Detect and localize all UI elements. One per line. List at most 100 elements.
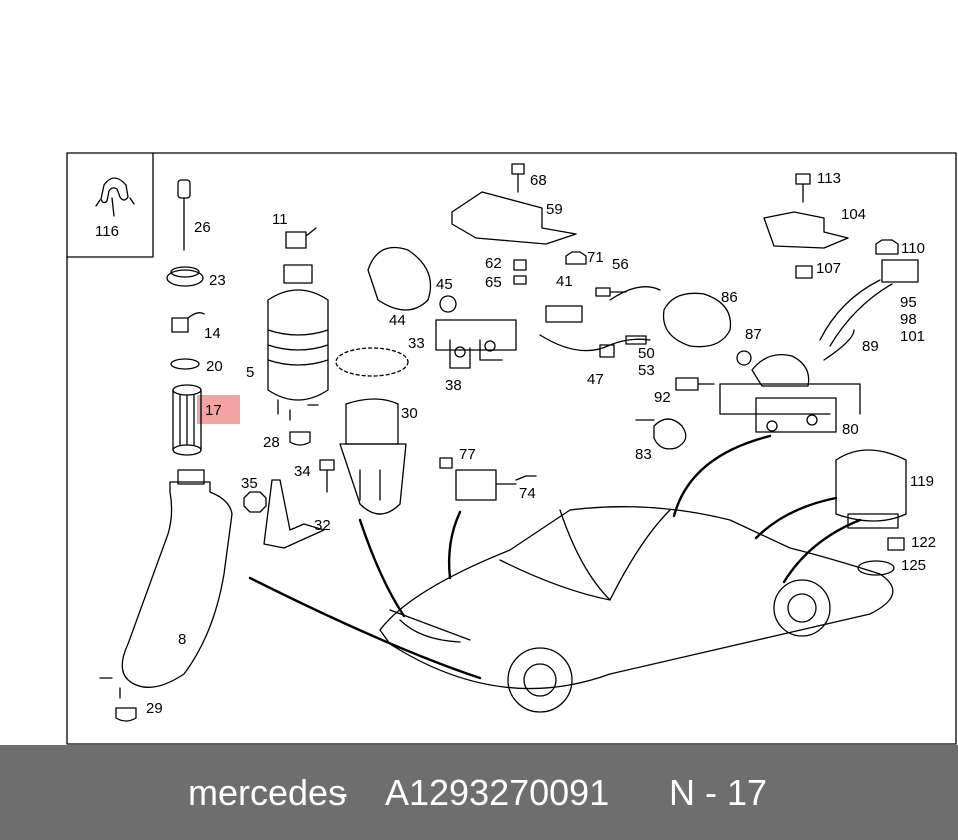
label-17: 17 [205,402,222,419]
label-116: 116 [95,223,119,240]
dipstick-26-icon [177,179,191,251]
bolt-113-icon [795,173,811,203]
label-62: 62 [485,255,502,272]
bracket-59-icon [451,191,577,245]
valve-38-icon [435,319,517,369]
elbow-14-icon [171,312,205,333]
label-59: 59 [546,201,563,218]
parts-diagram: 116 26 23 14 20 17 8 29 11 5 28 35 34 32… [66,152,957,745]
arrows [248,434,862,680]
washer-87-icon [736,350,752,366]
washer-45-icon [439,295,457,313]
sensor-83-icon [635,418,687,450]
seal-125-icon [857,560,895,576]
bracket-104-icon [763,211,849,249]
footer-position-label: N - 17 [669,772,768,813]
reservoir-119-icon [835,449,907,529]
nut-71-icon [565,251,587,265]
nut-35-icon [243,491,267,513]
valve-41-icon [545,305,583,323]
part-labels: 116 26 23 14 20 17 8 29 11 5 28 35 34 32… [95,170,936,717]
label-29: 29 [146,700,163,717]
label-50: 50 [638,345,655,362]
label-107: 107 [816,260,841,277]
footer-brand: mercedes [188,772,347,813]
grommet-122-icon [887,537,905,551]
bolt-68-icon [511,163,525,193]
union-11-icon [285,227,317,249]
label-83: 83 [635,446,652,463]
label-23: 23 [209,272,226,289]
label-5: 5 [246,364,254,381]
valve-unit-80-icon [719,353,861,433]
pump-5-icon [267,264,329,421]
label-122: 122 [911,534,936,551]
bracket-30-icon [339,398,407,515]
nut-110-icon [875,239,899,255]
bush-107-icon [795,265,813,279]
label-35: 35 [241,475,258,492]
label-110: 110 [901,240,925,257]
label-8: 8 [178,631,186,648]
label-53: 53 [638,362,655,379]
connector-95-icon [881,259,919,283]
diagram-frame [66,152,957,745]
label-101: 101 [900,328,925,345]
bracket-32-icon [263,479,325,549]
cap-23-icon [166,269,204,287]
label-47: 47 [587,371,604,388]
label-30: 30 [401,405,418,422]
label-119: 119 [910,473,934,490]
label-68: 68 [530,172,547,189]
label-33: 33 [408,335,425,352]
label-74: 74 [519,485,536,502]
label-11: 11 [272,211,288,228]
accumulator-44-icon [367,246,432,311]
label-98: 98 [900,311,917,328]
label-104: 104 [841,206,866,223]
seal-33-icon [335,347,409,377]
cable-56-icon [609,286,661,301]
highlight-17 [197,395,240,424]
label-125: 125 [901,557,926,574]
accumulator-86-icon [662,292,732,348]
grommet-77-icon [439,457,453,469]
cable-47-icon [539,334,651,358]
label-34: 34 [294,463,311,480]
car-illustration [379,506,894,713]
label-77: 77 [459,446,476,463]
bolt-34-icon [319,459,335,493]
label-41: 41 [556,273,573,290]
label-38: 38 [445,377,462,394]
footer-separator: - [336,772,348,813]
label-14: 14 [204,325,221,342]
grommet-28-icon [289,431,311,446]
clip-116-icon [95,177,135,217]
label-44: 44 [389,312,406,329]
label-28: 28 [263,434,280,451]
label-87: 87 [745,326,762,343]
footer-bar: mercedes - A1293270091 N - 17 [0,745,958,840]
valve-74-icon [455,469,537,501]
washer-20-icon [170,358,200,370]
label-80: 80 [842,421,859,438]
label-89: 89 [862,338,879,355]
lines-89-icon [819,279,893,361]
label-56: 56 [612,256,629,273]
label-20: 20 [206,358,223,375]
label-32: 32 [314,517,331,534]
sensor-92-icon [675,377,715,391]
label-71: 71 [587,249,604,266]
label-92: 92 [654,389,671,406]
label-45: 45 [436,276,453,293]
label-95: 95 [900,294,917,311]
inset-box [66,152,154,258]
grommet-29-icon [115,707,137,722]
filter-17-icon [172,384,202,456]
footer-part-number: A1293270091 [385,772,610,813]
label-65: 65 [485,274,502,291]
bushes-62-65-icon [513,259,527,285]
label-113: 113 [817,170,841,187]
label-86: 86 [721,289,738,306]
label-26: 26 [194,219,211,236]
